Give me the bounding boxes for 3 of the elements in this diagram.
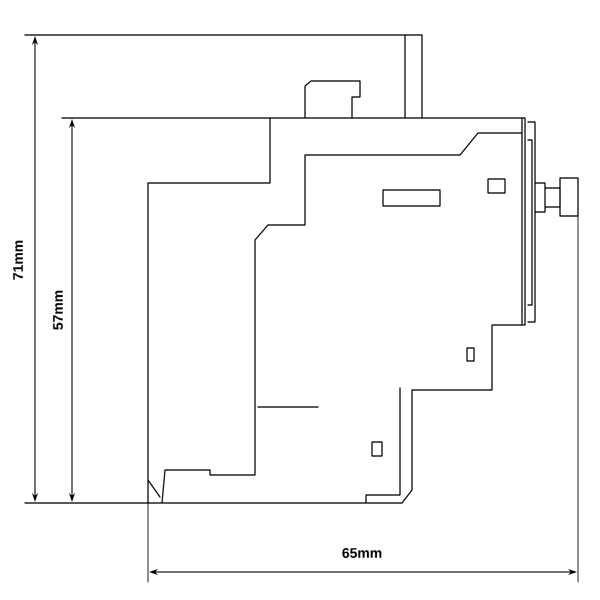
dimension-label: 57mm (53, 290, 63, 330)
dimension-label: 71mm (13, 240, 23, 280)
dimension-label: 65mm (342, 548, 382, 558)
